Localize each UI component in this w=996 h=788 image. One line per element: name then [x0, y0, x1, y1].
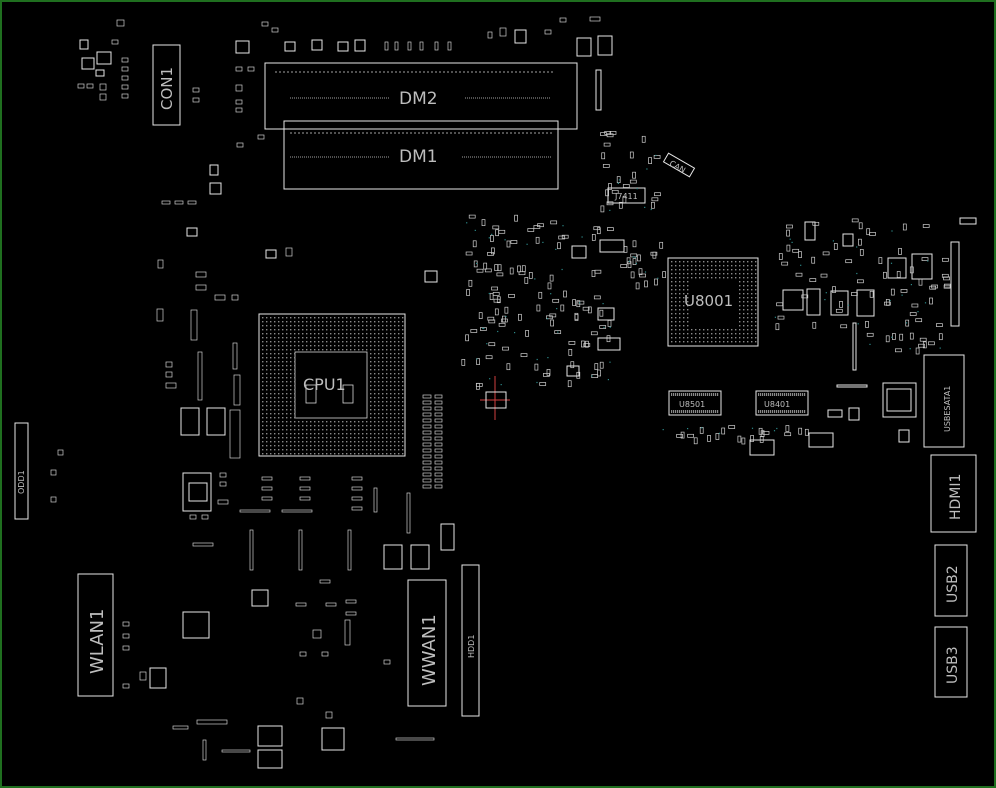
odd1-connector[interactable]: ODD1: [14, 422, 29, 520]
dm1-label: DM1: [399, 147, 438, 167]
usb2-connector[interactable]: USB2: [934, 544, 968, 617]
hdmi1-label: HDMI1: [948, 474, 964, 520]
usbesata1-label: USBESATA1: [943, 386, 952, 432]
hdd1-label: HDD1: [467, 635, 476, 658]
svg-text:CAN: CAN: [668, 159, 687, 175]
center-components: [461, 131, 666, 390]
u8401-chip[interactable]: U8401: [755, 390, 809, 416]
dm1-slot[interactable]: DM1: [283, 120, 559, 190]
cpu1-chip[interactable]: CPU1: [258, 313, 406, 457]
wlan1-label: WLAN1: [87, 609, 108, 674]
con1-connector[interactable]: CON1: [152, 44, 181, 126]
con1-label: CON1: [158, 67, 176, 110]
wwan1-connector[interactable]: WWAN1: [407, 579, 447, 707]
below-cpu-components: [239, 476, 455, 665]
wlan-area-components: [122, 611, 435, 769]
u8001-ball-grid: [671, 261, 757, 343]
usb2-label: USB2: [945, 565, 961, 603]
right-scatter-components: [662, 218, 951, 445]
cpu1-ball-grid: [262, 317, 404, 455]
hdmi1-connector[interactable]: HDMI1: [930, 454, 977, 533]
odd1-label: ODD1: [17, 470, 26, 494]
u8001-chip[interactable]: U8001: [667, 257, 759, 347]
u8501-chip[interactable]: U8501: [668, 390, 722, 416]
usbesata1-connector[interactable]: USBESATA1: [923, 354, 965, 448]
u8001-label: U8001: [684, 292, 733, 310]
dm2-label: DM2: [399, 89, 438, 109]
right-components: [424, 217, 977, 456]
hdd1-connector[interactable]: HDD1: [461, 564, 480, 717]
cpu1-label: CPU1: [303, 375, 346, 394]
cpu-right-resistor-column: [422, 394, 443, 489]
u8501-label: U8501: [679, 400, 705, 409]
wlan1-connector[interactable]: WLAN1: [77, 573, 114, 697]
u8401-label: U8401: [764, 400, 790, 409]
crosshair-marker: [480, 376, 510, 420]
usb3-label: USB3: [945, 646, 961, 684]
top-center-components: J7411 CAN: [235, 16, 696, 204]
wwan1-label: WWAN1: [419, 614, 440, 686]
usb3-connector[interactable]: USB3: [934, 626, 968, 698]
top-left-components: [77, 19, 200, 103]
left-mid-components: [156, 164, 293, 547]
dm2-slot[interactable]: DM2: [264, 62, 578, 130]
